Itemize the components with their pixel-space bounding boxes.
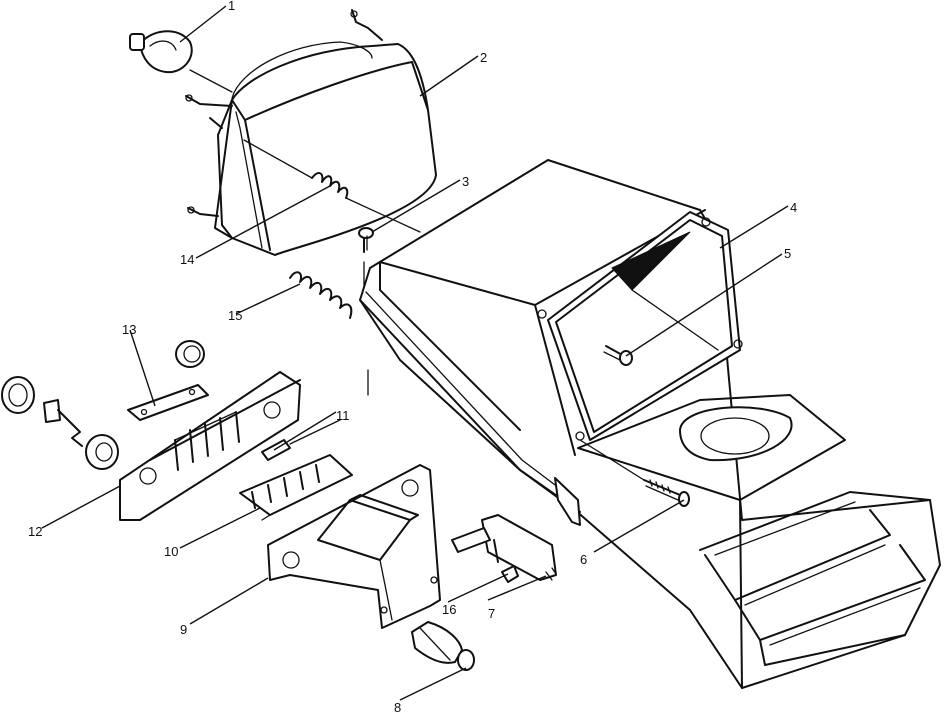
leader-16 — [447, 573, 509, 603]
callout-5: 5 — [784, 246, 791, 261]
part-toggle-switch — [451, 514, 557, 583]
part-bulb-lower — [411, 621, 475, 671]
part-cover-plate — [127, 384, 209, 421]
callout-2: 2 — [480, 50, 487, 65]
callout-14: 14 — [180, 252, 194, 267]
callout-7: 7 — [488, 606, 495, 621]
callout-10: 10 — [164, 544, 178, 559]
part-terminal-block — [239, 454, 353, 521]
leader-10 — [179, 507, 261, 549]
callout-3: 3 — [462, 174, 469, 189]
leader-6 — [593, 499, 685, 553]
leader-11 — [273, 411, 337, 451]
leader-13 — [129, 329, 156, 407]
callout-8: 8 — [394, 700, 401, 713]
part-spring-lower — [289, 271, 353, 319]
leader-15 — [235, 283, 301, 315]
leader-8 — [399, 667, 467, 701]
leader-2 — [419, 55, 479, 97]
callout-4: 4 — [790, 200, 797, 215]
part-headlight-housing — [185, 9, 437, 256]
callout-11: 11 — [336, 408, 350, 423]
leader-9 — [189, 577, 269, 625]
callout-1: 1 — [228, 0, 235, 13]
callout-numbers: 1 2 3 4 5 6 7 8 9 10 11 12 13 14 15 16 — [28, 0, 797, 713]
callout-9: 9 — [180, 622, 187, 637]
part-key-lock — [1, 376, 119, 470]
part-switch-bracket — [119, 371, 301, 521]
leader-4 — [719, 205, 789, 249]
callout-15: 15 — [228, 308, 242, 323]
leader-12 — [41, 485, 121, 529]
leader-3 — [371, 179, 461, 233]
leader-14 — [195, 185, 331, 259]
leader-1 — [179, 5, 227, 43]
part-hood-cowl — [359, 159, 941, 689]
part-lower-bracket — [267, 464, 441, 629]
leader-5 — [625, 253, 783, 357]
callout-6: 6 — [580, 552, 587, 567]
part-bulb — [129, 30, 193, 74]
leader-7 — [487, 575, 547, 601]
callout-16: 16 — [442, 602, 456, 617]
part-screw-long — [579, 439, 690, 507]
callout-13: 13 — [122, 322, 136, 337]
leader-lines — [41, 5, 789, 701]
callout-12: 12 — [28, 524, 42, 539]
part-grommet-upper — [175, 340, 205, 368]
